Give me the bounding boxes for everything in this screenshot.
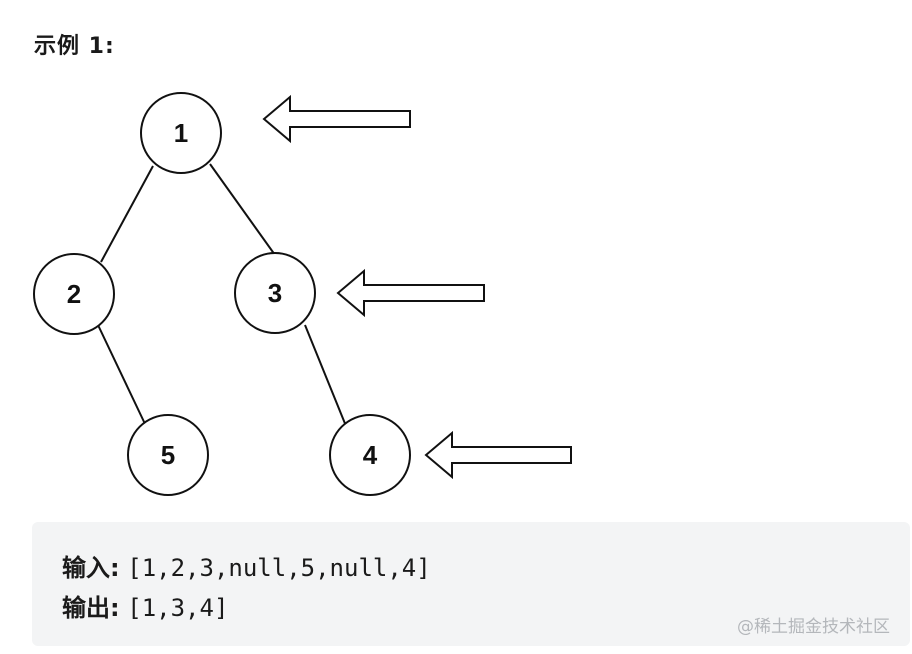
tree-node-3-label: 3 xyxy=(268,278,282,308)
tree-node-1-label: 1 xyxy=(174,118,188,148)
tree-node-2-label: 2 xyxy=(67,279,81,309)
tree-node-5-label: 5 xyxy=(161,440,175,470)
tree-node-4-label: 4 xyxy=(363,440,378,470)
arrow-left-icon xyxy=(262,94,411,144)
tree-node-3: 3 xyxy=(234,252,316,334)
tree-edge-1-3 xyxy=(209,163,276,256)
output-value: [1,3,4] xyxy=(127,594,229,622)
binary-tree-diagram: 1 2 3 5 4 xyxy=(33,92,572,496)
watermark: @稀土掘金技术社区 xyxy=(737,617,890,637)
output-label: 输出: xyxy=(62,594,120,622)
input-label: 输入: xyxy=(62,554,120,582)
tree-edge-3-4 xyxy=(304,324,347,427)
arrow-left-icon xyxy=(424,430,572,480)
tree-edge-1-2 xyxy=(100,165,154,263)
tree-edge-2-5 xyxy=(97,324,147,427)
tree-node-4: 4 xyxy=(329,414,411,496)
arrow-left-icon xyxy=(336,268,485,318)
output-line: 输出: [1,3,4] xyxy=(62,588,228,623)
example-heading: 示例 1: xyxy=(34,34,115,59)
tree-node-5: 5 xyxy=(127,414,209,496)
input-value: [1,2,3,null,5,null,4] xyxy=(127,554,431,582)
example-code-block: 输入: [1,2,3,null,5,null,4] 输出: [1,3,4] @稀… xyxy=(32,522,910,646)
tree-node-1: 1 xyxy=(140,92,222,174)
tree-node-2: 2 xyxy=(33,253,115,335)
input-line: 输入: [1,2,3,null,5,null,4] xyxy=(62,548,431,583)
